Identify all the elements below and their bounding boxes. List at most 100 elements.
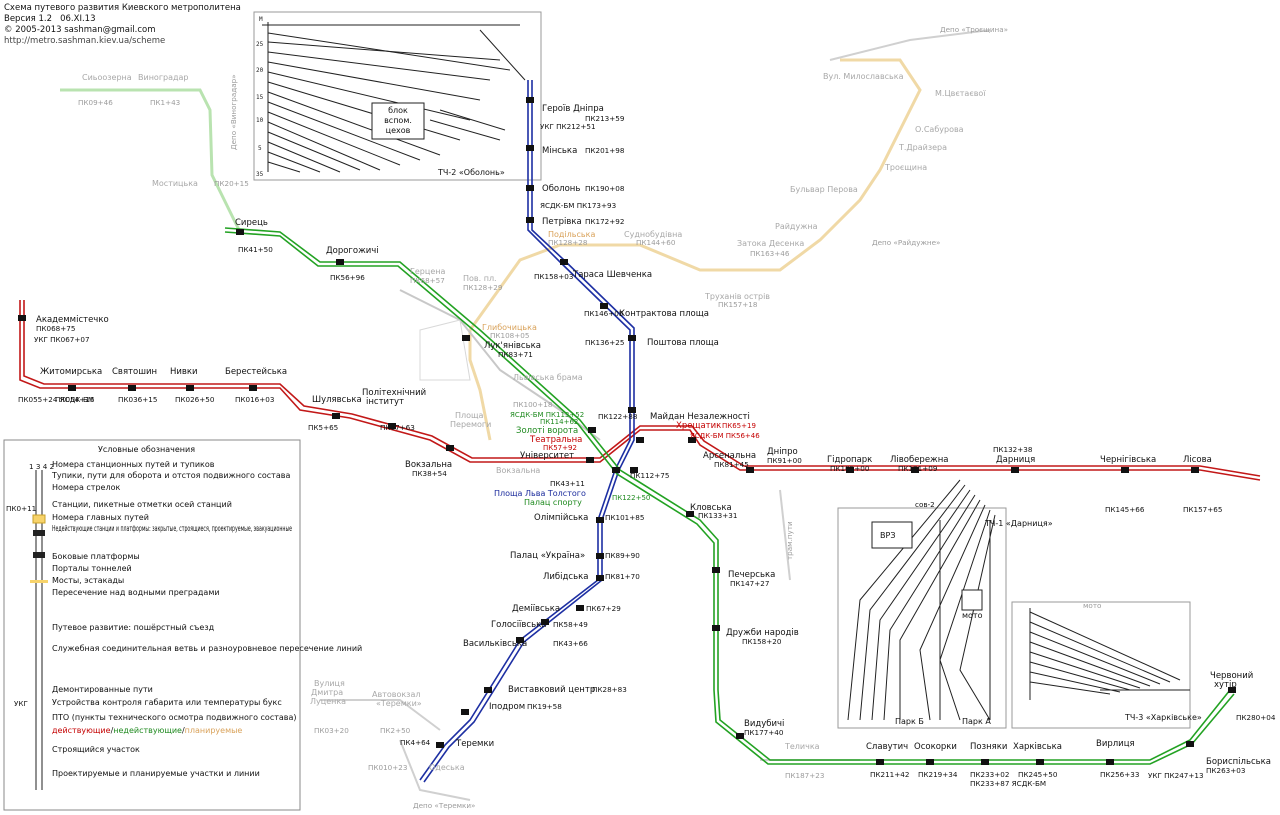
station-holosiivska[interactable]: Голосіївська [491, 620, 546, 630]
platform-marker [576, 605, 584, 611]
station-osokorky[interactable]: Осокорки [914, 742, 957, 752]
svg-text:20: 20 [256, 67, 264, 74]
platform-marker [736, 733, 744, 739]
station-khreshchatyk[interactable]: Хрещатик [676, 421, 721, 431]
station-druzhby-narodiv[interactable]: Дружби народів [726, 628, 799, 638]
legend-sample-ukg: УКГ [14, 699, 28, 708]
planned-hertsena: Герцена [410, 267, 445, 276]
station-palats-sportu[interactable]: Палац спорту [524, 498, 582, 507]
station-sviatoshyn[interactable]: Святошин [112, 367, 157, 377]
pk-pozniaky: ПК233+02 [970, 770, 1009, 779]
pk-darnytsia: ПК132+38 [993, 445, 1033, 454]
station-dnipro[interactable]: Дніпро [767, 447, 798, 457]
station-lva-tolstoho[interactable]: Площа Льва Толстого [494, 489, 586, 498]
station-slavutych[interactable]: Славутич [866, 742, 908, 752]
station-pecherska[interactable]: Печерська [728, 570, 775, 580]
planned-labels: Сиьоозерна ПК09+46 Виноградар ПК1+43 Мос… [78, 72, 986, 780]
park-b-label: Парк Б [895, 717, 924, 726]
station-vystavkovyi[interactable]: Виставковий центр [508, 685, 595, 695]
station-zoloti-vorota[interactable]: Золоті ворота [516, 426, 578, 436]
station-teatralna[interactable]: Театральна [529, 435, 582, 445]
station-olimpiiska[interactable]: Олімпійська [534, 513, 588, 523]
pk-demiivska: ПК67+29 [586, 604, 621, 613]
platform-marker [249, 385, 257, 391]
station-arsenalna[interactable]: Арсенальна [703, 451, 756, 461]
station-vydubychi[interactable]: Видубичі [744, 719, 784, 729]
station-lisova[interactable]: Лісова [1183, 455, 1212, 465]
station-teremky[interactable]: Теремки [455, 739, 494, 749]
station-darnytsia[interactable]: Дарниця [996, 455, 1035, 465]
platform-marker [526, 97, 534, 103]
planned-telychka: Теличка [784, 742, 820, 751]
legend-item: Тупики, пути для оборота и отстоя подвиж… [51, 471, 290, 480]
platform-marker [1228, 687, 1236, 693]
station-vokzalna[interactable]: Вокзальна [405, 460, 452, 470]
station-tarasa-shevchenka[interactable]: Тараса Шевченка [572, 270, 652, 280]
kharkivske-moto-label: мото [1083, 601, 1101, 610]
planned-raiduzhna: Райдужна [775, 222, 818, 231]
station-klovska[interactable]: Кловська [690, 503, 732, 513]
pk-vasylkivska: ПК43+66 [553, 639, 588, 648]
station-dorohozhychi[interactable]: Дорогожичі [326, 246, 379, 256]
station-nyvky[interactable]: Нивки [170, 367, 198, 377]
platform-marker [332, 413, 340, 419]
svg-text:15: 15 [256, 94, 264, 101]
station-petrivka[interactable]: Петрівка [542, 217, 582, 227]
station-poshtova[interactable]: Поштова площа [647, 338, 719, 348]
pk-zoloti-vorota: ПК114+62 [540, 418, 578, 426]
platform-marker [436, 742, 444, 748]
platform-marker [1121, 467, 1129, 473]
legend-sample-nums: 1 3 4 2 [29, 462, 54, 471]
station-heroiv-dnipra[interactable]: Героїв Дніпра [542, 104, 604, 114]
station-livoberezhna[interactable]: Лівобережна [890, 455, 948, 465]
pk-arsenalna: ПК81+45 [714, 460, 749, 469]
peremohy-line1: Площа [455, 411, 484, 420]
planned-pk-lutsenka: ПК03+20 [314, 726, 349, 735]
station-shuliavska[interactable]: Шулявська [312, 395, 362, 405]
platform-marker [596, 553, 604, 559]
red-line-tracks [19, 300, 1261, 481]
station-lukianivska[interactable]: Лук'янівська [484, 341, 541, 351]
station-kontraktova[interactable]: Контрактова площа [619, 309, 709, 319]
pk-obolon: ПК190+08 [585, 184, 625, 193]
station-hidropark[interactable]: Гідропарк [827, 455, 872, 465]
platform-marker [516, 637, 524, 643]
station-demiivska[interactable]: Деміївська [512, 604, 560, 614]
station-pozniaky[interactable]: Позняки [970, 742, 1007, 752]
station-chernihivska[interactable]: Чернігівська [1100, 455, 1156, 465]
station-minska[interactable]: Мінська [542, 146, 577, 156]
station-maidan[interactable]: Майдан Незалежності [650, 412, 750, 422]
station-palats-ukraina[interactable]: Палац «Україна» [510, 551, 585, 561]
pto-planned: планируемые [185, 726, 243, 735]
planned-trukhaniv: Труханів острів [704, 292, 770, 301]
platform-marker [526, 185, 534, 191]
pk-slavutych: ПК211+42 [870, 770, 909, 779]
station-lybidska[interactable]: Либідська [543, 572, 588, 582]
station-akademmistechko[interactable]: Академмістечко [36, 315, 109, 325]
planned-avtovokzal: Автовокзал«Теремки» [372, 690, 422, 708]
header-url[interactable]: http://metro.sashman.kiev.ua/scheme [4, 36, 166, 46]
station-ipodrom[interactable]: Іподром [489, 702, 525, 712]
station-obolon[interactable]: Оболонь [542, 184, 580, 194]
station-beresteiska[interactable]: Берестейська [225, 367, 287, 377]
station-vasylkivska[interactable]: Васильківська [463, 639, 527, 649]
darnytsia-depot-title: ТЧ-1 «Дарниця» [984, 519, 1053, 528]
planned-lvivska-brama: Львівська брама [513, 373, 583, 382]
header-email[interactable]: sashman@gmail.com [64, 25, 156, 35]
pk-druzhby-narodiv: ПК158+20 [742, 637, 782, 646]
pk-petrivka: ПК172+92 [585, 217, 624, 226]
platform-marker [186, 385, 194, 391]
station-universytet[interactable]: Університет [520, 451, 574, 461]
station-syrets[interactable]: Сирець [235, 218, 268, 228]
pk-palats-ukraina: ПК89+90 [605, 551, 640, 560]
station-kharkivska[interactable]: Харківська [1013, 742, 1062, 752]
station-vyrlytsia[interactable]: Вирлиця [1096, 739, 1135, 749]
station-boryspilska[interactable]: Бориспільська [1206, 757, 1271, 767]
station-zhytomyrska[interactable]: Житомирська [40, 367, 102, 377]
planned-vokzalna: Вокзальна [496, 466, 540, 475]
misc-ukg-heroiv: УКГ ПК212+51 [540, 122, 596, 131]
platform-marker [628, 335, 636, 341]
